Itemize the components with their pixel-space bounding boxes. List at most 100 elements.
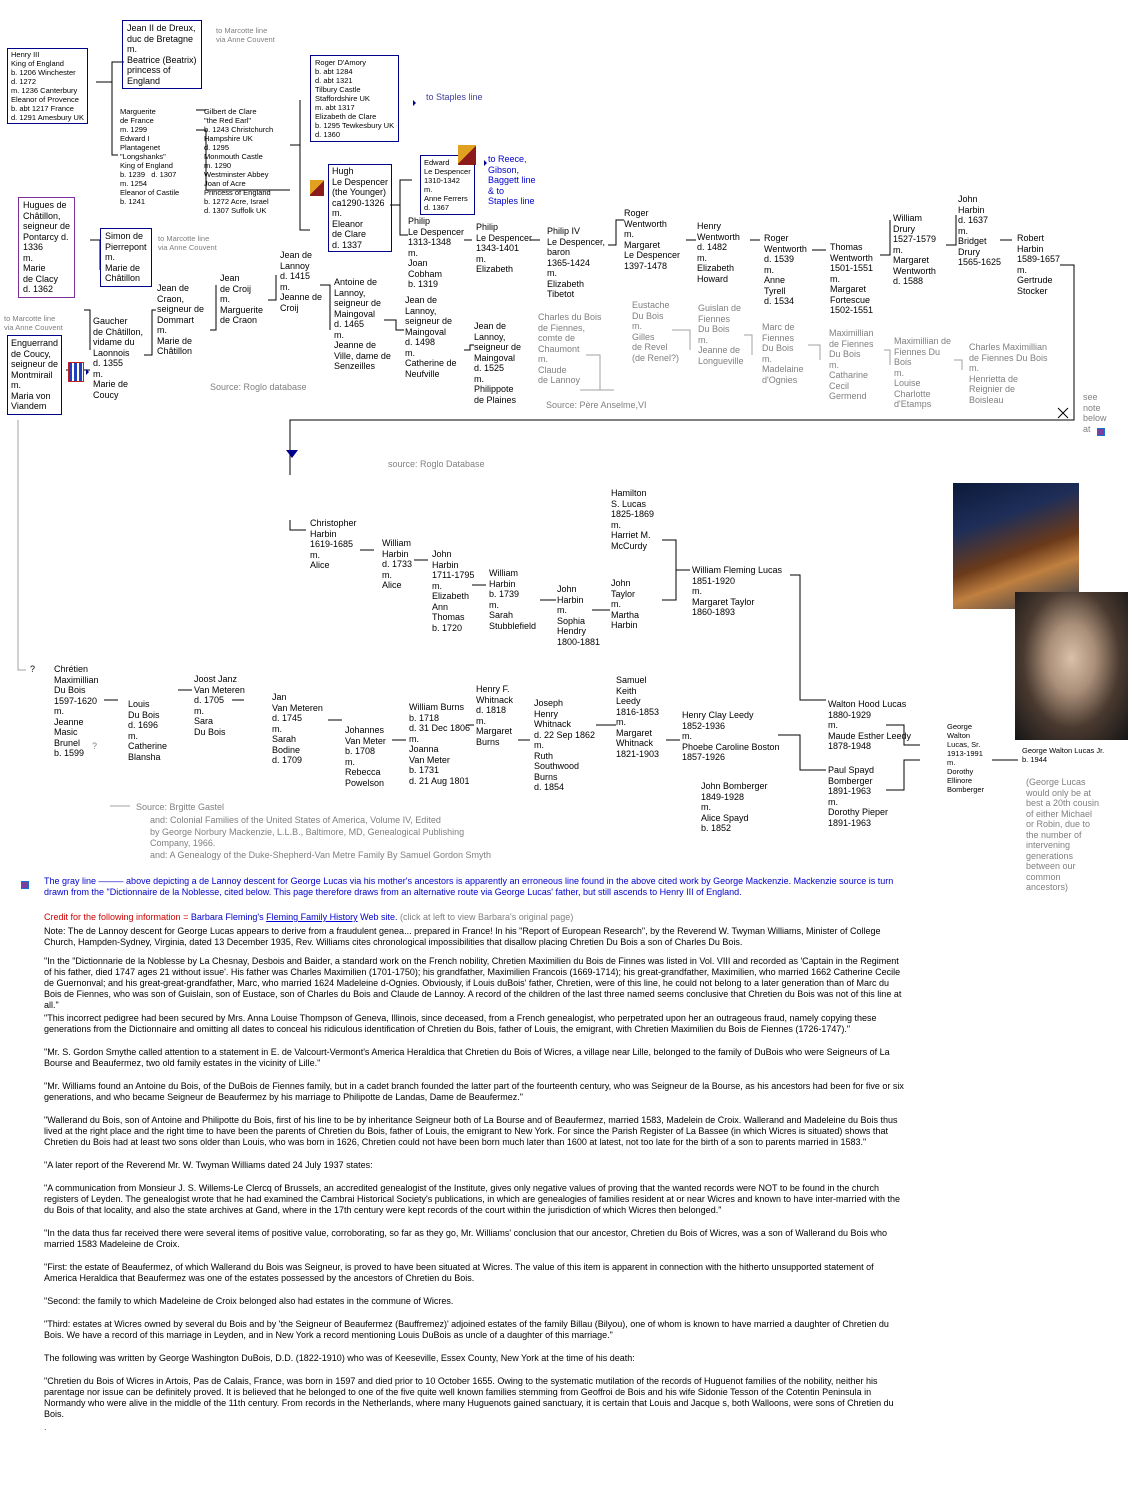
question-mark: ? — [30, 664, 36, 674]
person-charles-maximillian: Charles Maximillian de Fiennes Du Bois m… — [969, 342, 1048, 405]
person-maximillian-de-fiennes-2: Maximillian de Fiennes Du Bois m. Louise… — [894, 336, 952, 409]
person-jan-van-meteren: Jan Van Meteren d. 1745 m. Sarah Bodine … — [272, 692, 323, 765]
person-henry-clay-leedy: Henry Clay Leedy 1852-1936 m. Phoebe Car… — [682, 710, 780, 762]
paragraph: "Wallerand du Bois, son of Antoine and P… — [44, 1115, 898, 1147]
paragraph: Note: The de Lannoy descent for George L… — [44, 926, 881, 947]
person-johannes-van-meter: Johannes Van Meter b. 1708 m. Rebecca Po… — [345, 725, 386, 788]
person-hugues-de-chatillon: Hugues de Châtillon, seigneur de Pontarc… — [18, 197, 76, 298]
person-edward-i: Marguerite de France m. 1299 Edward I Pl… — [120, 107, 180, 206]
link-marcotte-line[interactable]: to Marcotte line via Anne Couvent — [216, 26, 275, 44]
person-gaucher-de-chatillon: Gaucher de Châtillon, vidame du Laonnois… — [93, 316, 144, 400]
person-roger-damory: Roger D'Amory b. abt 1284 d. abt 1321 Ti… — [310, 55, 400, 142]
paragraph: "Third: estates at Wicres owned by sever… — [44, 1319, 889, 1340]
person-jean-de-lannoy-3: Jean de Lannoy, seigneur de Maingoval d.… — [474, 321, 522, 405]
person-charles-du-bois: Charles du Bois de Fiennes, comte de Cha… — [538, 312, 602, 385]
person-jean-de-lannoy-2: Jean de Lannoy, seigneur de Maingoval d.… — [405, 295, 457, 379]
person-george-walton-lucas-jr: George Walton Lucas Jr. b. 1944 — [1022, 746, 1105, 764]
person-john-harbin: John Harbin d. 1637 m. Bridget Drury 156… — [958, 194, 1002, 267]
person-antoine-de-lannoy: Antoine de Lannoy, seigneur de Maingoval… — [334, 277, 391, 371]
credit-line: Credit for the following information = B… — [44, 912, 904, 923]
lucas-cousin-note: (George Lucas would only be at best a 20… — [1026, 777, 1100, 892]
george-lucas-photo — [1015, 592, 1128, 740]
gray-line-note: The gray line ––––– above depicting a de… — [44, 876, 894, 897]
link-staples-line[interactable]: to Staples line — [426, 92, 483, 102]
coat-of-arms-icon — [310, 180, 324, 196]
person-henry-iii: Henry III King of England b. 1206 Winche… — [7, 48, 88, 124]
person-henry-whitnack: Henry F. Whitnack d. 1818 m. Margaret Bu… — [476, 684, 514, 747]
person-jean-de-croij: Jean de Croij m. Marguerite de Craon — [220, 273, 264, 325]
link-marcotte-line[interactable]: to Marcotte line via Anne Couvent — [158, 234, 217, 252]
link-marcotte-line[interactable]: to Marcotte line via Anne Couvent — [4, 314, 63, 332]
credit-hint: (click at left to view Barbara's origina… — [400, 912, 574, 922]
question-mark: ? — [92, 741, 98, 751]
paragraph: "Mr. S. Gordon Smythe called attention t… — [44, 1047, 890, 1068]
person-thomas-wentworth: Thomas Wentworth 1501-1551 m. Margaret F… — [830, 242, 874, 315]
paragraph: "A later report of the Reverend Mr. W. T… — [44, 1160, 373, 1170]
source-citations: and: Colonial Families of the United Sta… — [150, 815, 492, 860]
person-william-fleming-lucas: William Fleming Lucas 1851-1920 m. Marga… — [692, 565, 783, 617]
person-jean-de-lannoy: Jean de Lannoy d. 1415 m. Jeanne de Croi… — [280, 250, 323, 313]
person-hugh-le-despencer: Hugh Le Despencer (the Younger) ca1290-1… — [328, 164, 393, 252]
person-john-harbin-3: John Harbin m. Sophia Hendry 1800-1881 — [557, 584, 601, 647]
person-guislan-de-fiennes: Guislan de Fiennes Du Bois m. Jeanne de … — [698, 303, 744, 366]
person-robert-harbin: Robert Harbin 1589-1657 m. Gertrude Stoc… — [1017, 233, 1061, 296]
person-william-drury: William Drury 1527-1579 m. Margaret Went… — [893, 213, 937, 286]
source-pere-anselme: Source: Père Anselme,VI — [546, 400, 647, 410]
paragraph: The following was written by George Wash… — [44, 1353, 635, 1363]
person-maximillian-de-fiennes: Maximillian de Fiennes Du Bois m. Cathar… — [829, 328, 874, 401]
credit-name: Barbara Fleming's — [190, 912, 264, 922]
person-jean-de-craon: Jean de Craon, seigneur de Dommart m. Ma… — [157, 283, 205, 356]
person-john-bomberger: John Bomberger 1849-1928 m. Alice Spayd … — [701, 781, 768, 833]
person-philip-iv-le-despencer: Philip IV Le Despencer, baron 1365-1424 … — [547, 226, 606, 299]
person-marc-de-fiennes: Marc de Fiennes Du Bois m. Madelaine d'O… — [762, 322, 804, 385]
person-jean-ii-de-dreux: Jean II de Dreux, duc de Bretagne m. Bea… — [122, 20, 202, 89]
person-walton-hood-lucas: Walton Hood Lucas 1880-1929 m. Maude Est… — [828, 699, 912, 751]
person-john-taylor: John Taylor m. Martha Harbin — [611, 578, 640, 630]
person-chretien-du-bois: Chrétien Maximillian Du Bois 1597-1620 m… — [54, 664, 99, 758]
person-eustache-du-bois: Eustache Du Bois m. Gilles de Revel (de … — [632, 300, 680, 363]
paragraph: "In the data thus far received there wer… — [44, 1228, 887, 1249]
paragraph: "Mr. Williams found an Antoine du Bois, … — [44, 1081, 904, 1102]
source-roglo-database: Source: Roglo database — [210, 382, 307, 392]
paragraph: "First: the estate of Beaufermez, of whi… — [44, 1262, 874, 1283]
person-william-burns: William Burns b. 1718 d. 31 Dec 1806 m. … — [409, 702, 471, 786]
source-roglo-database-2: source: Roglo Database — [388, 459, 485, 469]
paragraph: "In the "Dictionnarie de la Noblesse by … — [44, 956, 902, 1010]
credit-tail: Web site. — [360, 912, 398, 922]
note-marker-icon[interactable] — [1097, 428, 1105, 436]
person-hamilton-lucas: Hamilton S. Lucas 1825-1869 m. Harriet M… — [611, 488, 655, 551]
person-john-harbin-2: John Harbin 1711-1795 m. Elizabeth Ann T… — [432, 549, 475, 633]
star-wars-calendar-image — [953, 483, 1079, 609]
person-philip-le-despencer-2: Philip Le Despencer 1343-1401 m. Elizabe… — [476, 222, 533, 274]
end-dot: . — [44, 1422, 47, 1432]
person-edward-le-despencer: Edward Le Despencer 1310-1342 m. Anne Fe… — [420, 155, 475, 215]
link-reece-gibson-baggett-staples[interactable]: to Reece, Gibson, Baggett line & to Stap… — [488, 154, 536, 206]
person-louis-du-bois: Louis Du Bois d. 1696 m. Catherine Blans… — [128, 699, 168, 762]
coat-of-arms-icon — [458, 145, 476, 165]
person-enguerrand-de-coucy: Enguerrand de Coucy, seigneur de Montmir… — [7, 335, 63, 415]
fleming-family-history-link[interactable]: Fleming Family History — [266, 912, 358, 922]
person-henry-wentworth: Henry Wentworth d. 1482 m. Elizabeth How… — [697, 221, 740, 284]
person-christopher-harbin: Christopher Harbin 1619-1685 m. Alice — [310, 518, 357, 570]
person-roger-wentworth: Roger Wentworth m. Margaret Le Despencer… — [624, 208, 681, 271]
paragraph: "Second: the family to which Madeleine d… — [44, 1296, 454, 1306]
person-philip-le-despencer: Philip Le Despencer 1313-1348 m. Joan Co… — [408, 216, 465, 289]
person-joost-van-meteren: Joost Janz Van Meteren d. 1705 m. Sara D… — [194, 674, 245, 737]
paragraph: "This incorrect pedigree had been secure… — [44, 1013, 877, 1034]
person-gilbert-de-clare: Gilbert de Clare "the Red Earl" b. 1243 … — [204, 107, 274, 215]
note-marker-icon — [21, 881, 29, 889]
person-samuel-leedy: Samuel Keith Leedy 1816-1853 m. Margaret… — [616, 675, 660, 759]
article-body: Note: The de Lannoy descent for George L… — [44, 926, 904, 1433]
person-joseph-whitnack: Joseph Henry Whitnack d. 22 Sep 1862 m. … — [534, 698, 596, 792]
person-george-walton-lucas-sr: George Walton Lucas, Sr. 1913-1991 m. Do… — [947, 722, 985, 794]
person-paul-spayd-bomberger: Paul Spayd Bomberger 1891-1963 m. Doroth… — [828, 765, 889, 828]
credit-label: Credit for the following information = — [44, 912, 189, 922]
paragraph: "Chretien du Bois of Wicres in Artois, P… — [44, 1376, 894, 1419]
paragraph: "A communication from Monsieur J. S. Wil… — [44, 1183, 900, 1215]
coat-of-arms-icon — [68, 362, 84, 382]
person-william-harbin: William Harbin d. 1733 m. Alice — [382, 538, 413, 590]
source-brigitte-gastel: Source: Brgitte Gastel — [136, 802, 225, 812]
person-william-harbin-2: William Harbin b. 1739 m. Sarah Stubblef… — [489, 568, 537, 631]
person-roger-wentworth-2: Roger Wentworth d. 1539 m. Anne Tyrell d… — [764, 233, 807, 306]
